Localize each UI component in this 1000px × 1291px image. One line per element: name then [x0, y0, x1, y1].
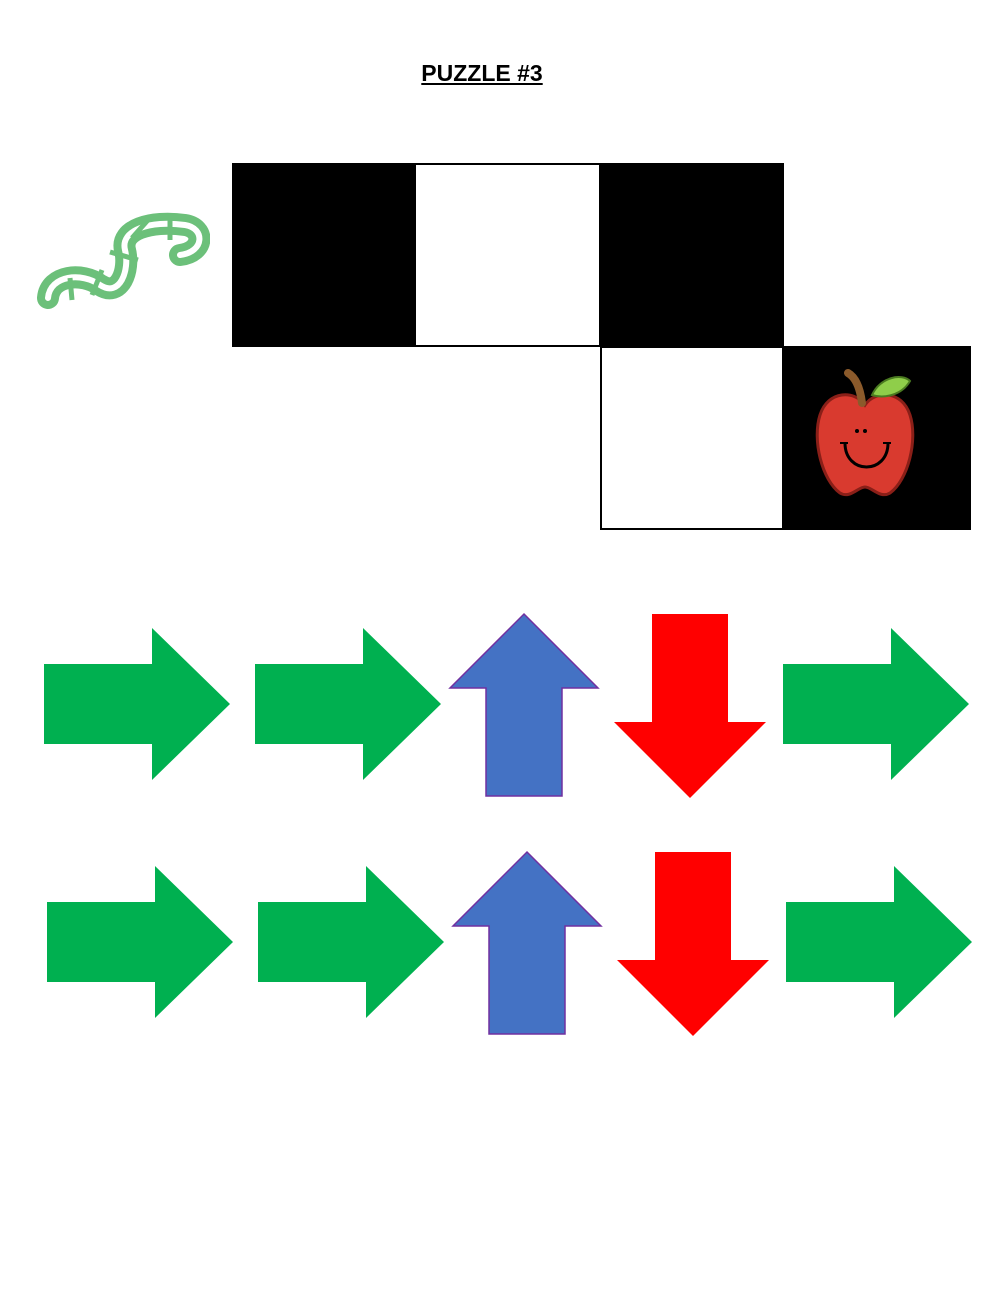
cell-border — [416, 345, 599, 347]
up-arrow-icon — [448, 612, 600, 797]
right-arrow-icon — [783, 628, 969, 780]
board-cell-dark — [232, 163, 416, 347]
right-arrow-icon — [786, 866, 972, 1018]
down-arrow-icon — [614, 614, 766, 798]
up-arrow-icon — [451, 850, 603, 1035]
down-arrow-icon — [617, 852, 769, 1036]
cell-border — [416, 163, 599, 165]
board-cell-light — [416, 163, 599, 347]
right-arrow-icon — [47, 866, 233, 1018]
right-arrow-icon — [258, 866, 444, 1018]
worm-icon — [37, 212, 210, 309]
apple-icon — [815, 369, 915, 497]
right-arrow-icon — [255, 628, 441, 780]
board-cell-dark — [599, 163, 784, 347]
right-arrow-icon — [44, 628, 230, 780]
page-title: PUZZLE #3 — [421, 60, 543, 86]
board-cell-light — [600, 346, 784, 530]
